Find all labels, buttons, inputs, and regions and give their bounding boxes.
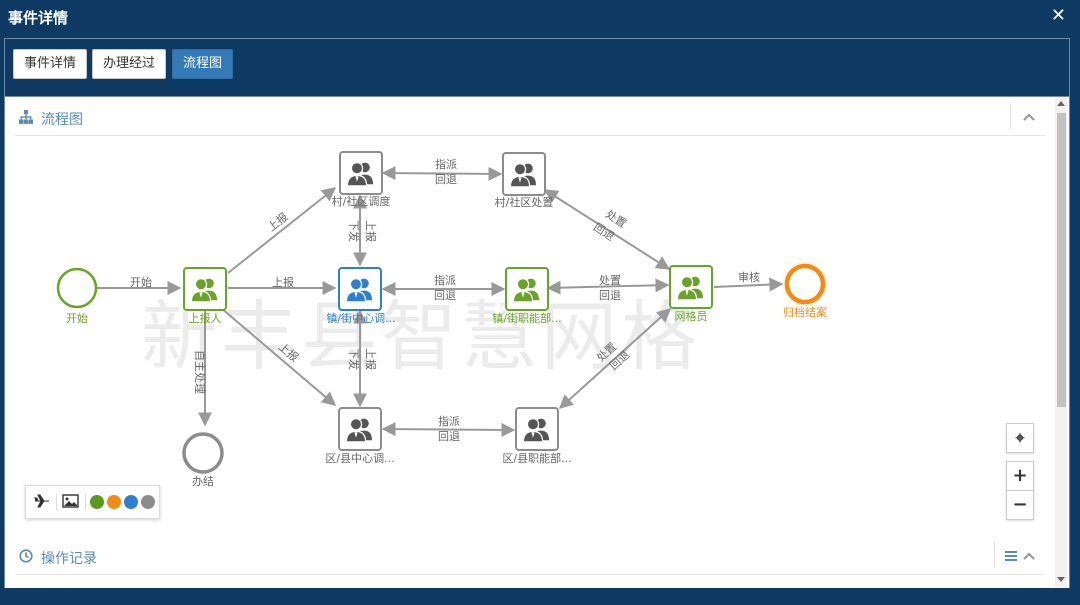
window-title: 事件详情 <box>8 9 69 27</box>
flowchart-canvas: 新丰县智慧网格 开始 上报 上报 上报 自主处理 指派 回退 下发 <box>56 151 827 488</box>
node-label: 上报人 <box>189 311 222 325</box>
edge-label: 指派 <box>438 414 460 428</box>
edge-label: 上报 <box>364 348 378 370</box>
node-label: 开始 <box>66 311 88 325</box>
edge-label: 指派 <box>434 273 456 287</box>
node-label: 办结 <box>192 475 214 488</box>
edge-label: 处置 <box>599 274 621 287</box>
edge-label: 下发 <box>347 220 361 242</box>
scrollbar-thumb[interactable] <box>1057 113 1066 407</box>
flowchart-panel-header: 流程图 <box>15 99 1045 136</box>
flow-node-done[interactable]: 办结 <box>182 432 224 488</box>
edge-label: 指派 <box>435 157 457 171</box>
edge-label: 下发 <box>347 348 361 370</box>
flow-node-archive[interactable]: 归档结案 <box>783 262 827 319</box>
zoom-out-button[interactable]: − <box>1006 490 1034 520</box>
title-bar: 事件详情 ✕ <box>0 0 1080 34</box>
scroll-up-arrow[interactable] <box>1057 101 1065 106</box>
node-label: 网格员 <box>675 309 708 323</box>
flow-toolbox <box>25 485 160 519</box>
legend-green-dot[interactable] <box>90 495 104 509</box>
clock-icon <box>19 549 33 563</box>
divider <box>85 494 86 510</box>
divider <box>1010 103 1011 129</box>
close-icon[interactable]: ✕ <box>1050 5 1066 26</box>
flow-node-start[interactable]: 开始 <box>56 267 98 325</box>
edge-label: 上报 <box>265 210 291 235</box>
vertical-scrollbar[interactable] <box>1055 97 1067 587</box>
divider <box>994 542 995 568</box>
plane-icon[interactable] <box>34 493 50 509</box>
chevron-up-icon[interactable] <box>1017 544 1041 568</box>
tab-bar: 事件详情 办理经过 流程图 <box>4 38 1070 97</box>
edge-label: 回退 <box>599 289 621 302</box>
image-icon[interactable] <box>62 493 79 509</box>
records-panel-header: 操作记录 <box>15 538 1045 575</box>
flow-node-village-handle[interactable]: 村/社区处置 <box>495 152 554 209</box>
legend-orange-dot[interactable] <box>107 495 121 509</box>
flow-node-reporter[interactable]: 上报人 <box>183 267 227 325</box>
content-area: 流程图 新丰县智慧网格 <box>4 96 1070 590</box>
tab-event-details[interactable]: 事件详情 <box>13 49 88 79</box>
zoom-in-button[interactable]: + <box>1006 461 1034 491</box>
legend-gray-dot[interactable] <box>141 495 155 509</box>
node-label: 区/县职能部... <box>502 451 571 465</box>
edge-label: 自主处理 <box>193 350 206 394</box>
records-panel-title: 操作记录 <box>41 551 97 567</box>
node-label: 区/县中心调... <box>325 452 394 465</box>
chevron-up-icon[interactable] <box>1017 105 1041 129</box>
edge-label: 回退 <box>434 289 456 302</box>
flow-node-town-dept[interactable]: 镇/街职能部... <box>492 267 562 325</box>
edge-label: 上报 <box>364 220 378 242</box>
divider <box>56 494 57 510</box>
node-label: 镇/街中心调... <box>326 311 395 325</box>
flow-node-district-center[interactable]: 区/县中心调... <box>325 407 395 465</box>
sitemap-icon <box>19 110 33 124</box>
edge-label: 上报 <box>272 275 294 289</box>
node-label: 村/社区调度 <box>332 194 391 208</box>
edge-label: 开始 <box>130 275 152 289</box>
node-label: 归档结案 <box>783 305 827 319</box>
flowchart-panel-title: 流程图 <box>41 112 83 128</box>
node-label: 镇/街职能部... <box>492 311 561 325</box>
edge-label: 审核 <box>738 270 760 284</box>
flow-edges <box>97 166 784 437</box>
tab-flowchart[interactable]: 流程图 <box>172 49 234 79</box>
tab-handling-process[interactable]: 办理经过 <box>92 49 167 79</box>
flow-node-town-center[interactable]: 镇/街中心调... <box>326 267 396 325</box>
edge-label: 回退 <box>438 430 460 443</box>
window-footer <box>0 588 1080 605</box>
legend-blue-dot[interactable] <box>124 495 138 509</box>
flow-node-district-dept[interactable]: 区/县职能部... <box>502 407 572 465</box>
flow-node-village-dispatch[interactable]: 村/社区调度 <box>332 151 391 208</box>
edge-label: 回退 <box>435 173 457 186</box>
list-icon[interactable] <box>999 544 1023 568</box>
flow-node-gridman[interactable]: 网格员 <box>669 265 713 323</box>
node-label: 村/社区处置 <box>495 195 554 209</box>
locate-icon[interactable]: ⌖ <box>1006 423 1034 453</box>
scroll-down-arrow[interactable] <box>1057 577 1065 582</box>
